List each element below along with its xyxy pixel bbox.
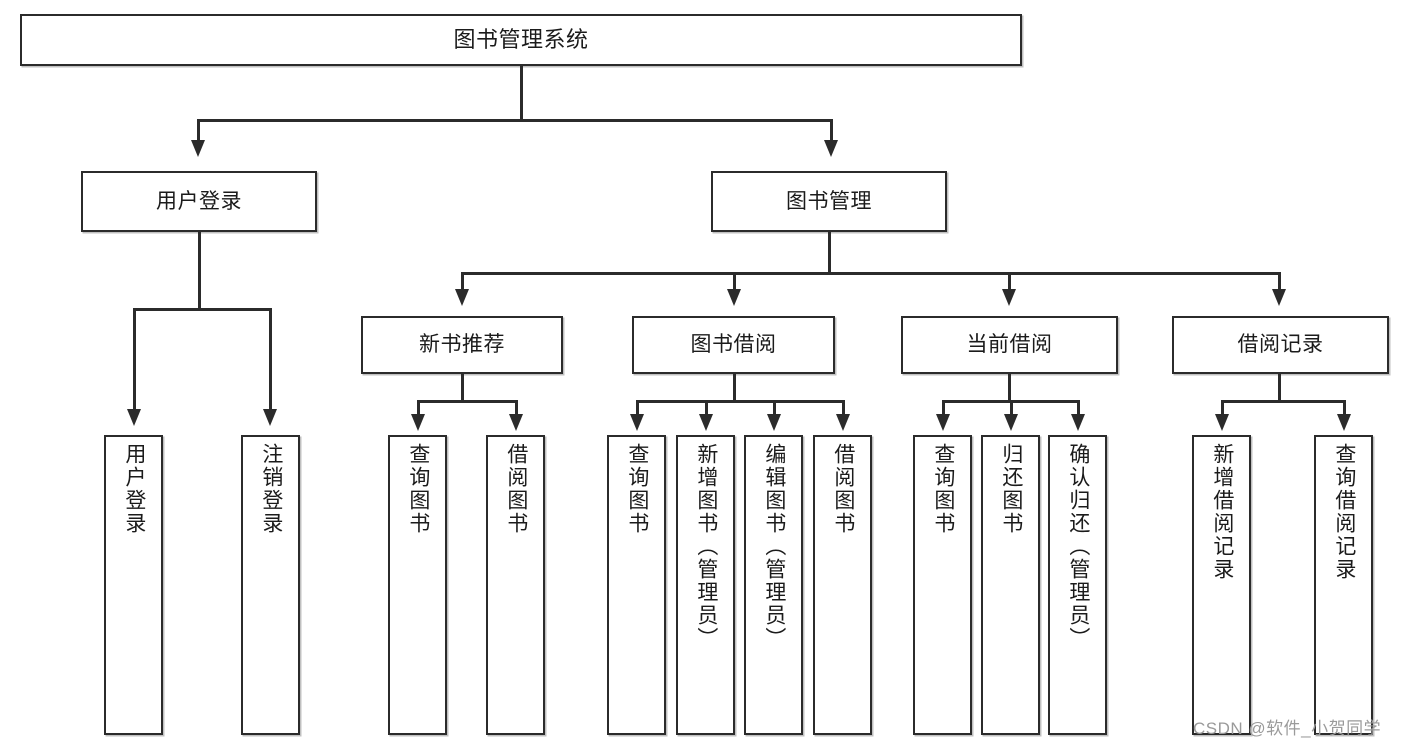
- node-label: 图书借阅: [690, 333, 777, 357]
- node-root-book-management-system[interactable]: 图书管理系统: [20, 14, 1022, 66]
- node-label: 图书管理系统: [453, 26, 589, 52]
- node-leaf-add-borrow-record[interactable]: 新增借阅记录: [1192, 435, 1251, 735]
- edge-book-manage-drop-4: [1278, 272, 1281, 292]
- edge-root-to-book-manage-drop: [830, 119, 833, 143]
- edge-new-book-stem: [461, 374, 464, 402]
- node-leaf-user-login[interactable]: 用户登录: [104, 435, 163, 735]
- edge-user-login-drop-1: [133, 308, 136, 412]
- edge-root-stem: [520, 66, 523, 121]
- node-label: 新书推荐: [419, 333, 505, 357]
- node-book-manage[interactable]: 图书管理: [711, 171, 947, 232]
- node-leaf-edit-book[interactable]: 编辑图书（管理员）: [744, 435, 803, 735]
- node-leaf-confirm-return[interactable]: 确认归还（管理员）: [1048, 435, 1107, 735]
- arrowhead-new-book-leaf-1: [411, 414, 425, 431]
- node-label: 编辑图书（管理员）: [762, 443, 786, 650]
- arrowhead-root-to-user-login: [191, 140, 205, 157]
- node-label: 查询图书: [625, 443, 649, 535]
- edge-root-to-user-login-drop: [197, 119, 200, 143]
- node-label: 借阅图书: [504, 443, 528, 535]
- edge-borrow-record-drop-2: [1343, 400, 1346, 417]
- edge-book-manage-drop-1: [461, 272, 464, 292]
- node-user-login[interactable]: 用户登录: [81, 171, 317, 232]
- arrowhead-current-borrow-leaf-2: [1004, 414, 1018, 431]
- node-label: 用户登录: [156, 189, 242, 213]
- node-label: 归还图书: [999, 443, 1023, 535]
- edge-user-login-bus: [133, 308, 271, 311]
- node-leaf-query-book-borrow[interactable]: 查询图书: [607, 435, 666, 735]
- edge-borrow-record-stem: [1278, 374, 1281, 402]
- edge-user-login-drop-2: [269, 308, 272, 412]
- node-leaf-add-book[interactable]: 新增图书（管理员）: [676, 435, 735, 735]
- arrowhead-user-login-leaf-2: [263, 409, 277, 426]
- arrowhead-book-borrow-leaf-2: [699, 414, 713, 431]
- node-label: 查询图书: [931, 443, 955, 535]
- edge-current-borrow-stem: [1008, 374, 1011, 402]
- arrowhead-current-borrow-leaf-1: [936, 414, 950, 431]
- edge-current-borrow-drop-1: [942, 400, 945, 417]
- edge-book-manage-drop-2: [733, 272, 736, 292]
- node-leaf-query-borrow-record[interactable]: 查询借阅记录: [1314, 435, 1373, 735]
- node-label: 借阅记录: [1237, 333, 1324, 357]
- arrowhead-current-borrow-leaf-3: [1071, 414, 1085, 431]
- arrowhead-book-manage-to-new-book: [455, 289, 469, 306]
- edge-new-book-drop-1: [417, 400, 420, 417]
- arrowhead-root-to-book-manage: [824, 140, 838, 157]
- edge-book-borrow-stem: [733, 374, 736, 402]
- node-leaf-borrow-book-recommend[interactable]: 借阅图书: [486, 435, 545, 735]
- arrowhead-new-book-leaf-2: [509, 414, 523, 431]
- node-leaf-query-book-current[interactable]: 查询图书: [913, 435, 972, 735]
- edge-current-borrow-drop-3: [1077, 400, 1080, 417]
- edge-book-borrow-drop-1: [636, 400, 639, 417]
- node-leaf-query-book-recommend[interactable]: 查询图书: [388, 435, 447, 735]
- arrowhead-book-manage-to-book-borrow: [727, 289, 741, 306]
- node-label: 确认归还（管理员）: [1066, 443, 1090, 650]
- edge-new-book-drop-2: [515, 400, 518, 417]
- arrowhead-book-borrow-leaf-4: [836, 414, 850, 431]
- edge-book-borrow-drop-2: [705, 400, 708, 417]
- edge-borrow-record-bus: [1221, 400, 1345, 403]
- arrowhead-user-login-leaf-1: [127, 409, 141, 426]
- node-borrow-record[interactable]: 借阅记录: [1172, 316, 1389, 374]
- node-leaf-logout-login[interactable]: 注销登录: [241, 435, 300, 735]
- edge-user-login-stem: [198, 232, 201, 310]
- arrowhead-borrow-record-leaf-2: [1337, 414, 1351, 431]
- edge-new-book-bus: [417, 400, 517, 403]
- edge-book-manage-stem: [828, 232, 831, 274]
- node-new-book-recommend[interactable]: 新书推荐: [361, 316, 563, 374]
- edge-root-bus: [197, 119, 833, 122]
- edge-book-manage-bus: [461, 272, 1280, 275]
- node-label: 图书管理: [786, 189, 872, 213]
- edge-book-borrow-bus: [636, 400, 844, 403]
- node-label: 当前借阅: [966, 333, 1053, 357]
- edge-current-borrow-drop-2: [1010, 400, 1013, 417]
- arrowhead-book-borrow-leaf-3: [767, 414, 781, 431]
- node-label: 用户登录: [122, 443, 146, 535]
- node-current-borrow[interactable]: 当前借阅: [901, 316, 1118, 374]
- node-label: 注销登录: [259, 443, 283, 535]
- node-label: 查询图书: [406, 443, 430, 535]
- node-label: 查询借阅记录: [1332, 443, 1356, 581]
- node-book-borrow[interactable]: 图书借阅: [632, 316, 835, 374]
- node-label: 新增借阅记录: [1210, 443, 1234, 581]
- node-leaf-return-book[interactable]: 归还图书: [981, 435, 1040, 735]
- arrowhead-book-borrow-leaf-1: [630, 414, 644, 431]
- edge-borrow-record-drop-1: [1221, 400, 1224, 417]
- node-leaf-borrow-book[interactable]: 借阅图书: [813, 435, 872, 735]
- node-label: 新增图书（管理员）: [694, 443, 718, 650]
- edge-book-manage-drop-3: [1008, 272, 1011, 292]
- edge-book-borrow-drop-4: [842, 400, 845, 417]
- edge-book-borrow-drop-3: [773, 400, 776, 417]
- arrowhead-book-manage-to-borrow-record: [1272, 289, 1286, 306]
- arrowhead-borrow-record-leaf-1: [1215, 414, 1229, 431]
- arrowhead-book-manage-to-current-borrow: [1002, 289, 1016, 306]
- node-label: 借阅图书: [831, 443, 855, 535]
